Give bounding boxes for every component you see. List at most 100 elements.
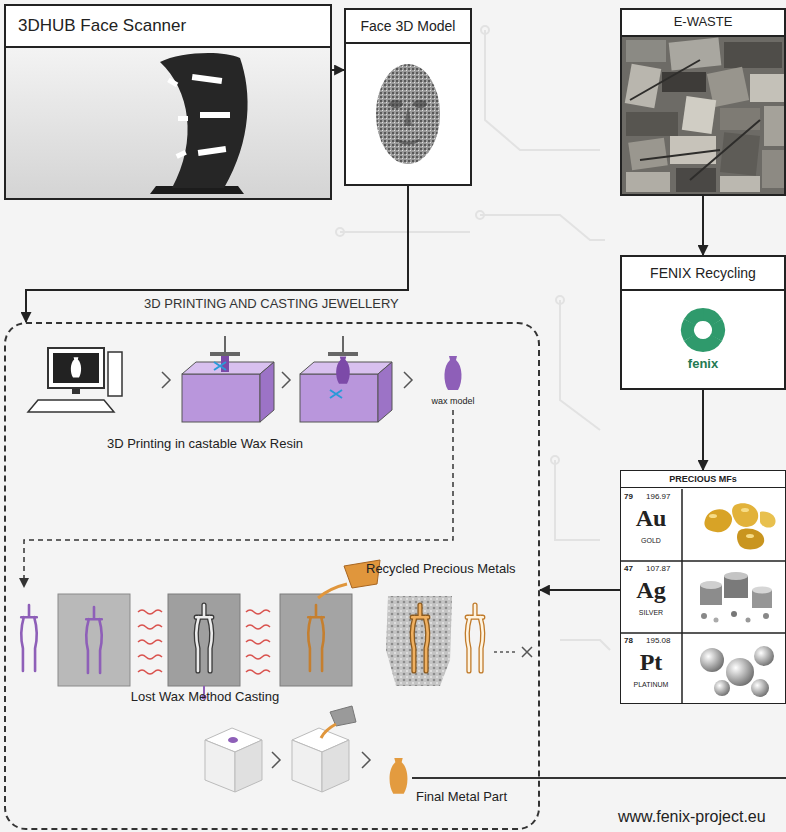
mould-steps <box>322 740 349 792</box>
lost-wax-steps <box>308 605 324 671</box>
face-model-picture <box>396 140 420 143</box>
lost-wax-steps <box>318 584 347 598</box>
lost-wax-steps <box>203 686 205 694</box>
lost-wax-steps <box>196 605 212 671</box>
printing-steps <box>210 352 240 356</box>
circuit-background <box>560 640 610 650</box>
fenix-logo <box>674 303 731 358</box>
circuit-background <box>555 460 600 540</box>
e-waste-photo <box>630 60 760 180</box>
lost-wax-steps <box>138 610 162 674</box>
lost-wax-steps <box>412 605 428 671</box>
metal-table-pictures <box>737 529 764 550</box>
mould-steps <box>228 737 238 743</box>
lost-wax-steps <box>467 605 483 671</box>
printing-steps <box>71 357 81 377</box>
scanner-picture <box>4 4 332 200</box>
lost-wax-steps <box>246 610 270 674</box>
printing-steps <box>404 372 412 388</box>
e-waste-photo <box>676 168 716 192</box>
printing-steps <box>48 348 104 388</box>
element-symbol: Pt <box>622 649 680 677</box>
atomic-mass: 196.97 <box>646 492 670 501</box>
metal-table-pictures <box>709 514 717 518</box>
fenix-logo <box>684 303 709 328</box>
printing-steps <box>19 578 29 588</box>
scanner-picture <box>178 116 188 121</box>
lost-wax-steps <box>168 594 240 686</box>
step-caption: Lost Wax Method Casting <box>90 690 320 705</box>
flow-arrow <box>702 196 704 255</box>
atomic-number: 79 <box>624 492 633 501</box>
e-waste-photo <box>724 42 782 68</box>
circuit-background <box>336 228 344 236</box>
lost-wax-steps <box>522 647 532 657</box>
printing-steps <box>336 357 350 384</box>
e-waste-photo <box>720 176 760 192</box>
e-waste-photo <box>628 138 668 171</box>
box-heading: Face 3D Model <box>346 10 470 44</box>
circuit-background <box>560 300 600 430</box>
e-waste-photo <box>750 74 784 102</box>
metal-table-pictures <box>746 534 754 538</box>
metal-table-pictures <box>746 618 751 623</box>
scanner-picture <box>200 112 230 118</box>
metals-table: PRECIOUS MFs <box>620 470 786 704</box>
e-waste-photo <box>670 136 716 164</box>
lost-wax-steps <box>196 605 212 671</box>
mould-steps <box>292 740 322 792</box>
printing-steps <box>108 352 122 396</box>
scanner-picture <box>192 74 223 84</box>
flow-caption: Recycled Precious Metals <box>366 562 516 577</box>
scanner-picture <box>6 48 330 198</box>
metal-table-pictures <box>724 572 748 580</box>
lost-wax-steps <box>494 651 518 653</box>
printing-steps <box>19 336 462 588</box>
metal-table-pictures <box>714 680 730 696</box>
face-model-picture <box>413 100 427 108</box>
scanner-picture <box>176 150 187 159</box>
printing-steps <box>330 390 342 398</box>
e-waste-box: E-WASTE <box>620 8 786 196</box>
circuit-background <box>336 26 610 650</box>
part-caption: wax model <box>423 396 483 406</box>
lost-wax-steps <box>280 594 352 686</box>
box-heading: 3D PRINTING AND CASTING JEWELLERY <box>140 297 403 312</box>
circuit-background <box>480 215 605 240</box>
fenix-logo <box>620 255 786 390</box>
printing-steps <box>214 362 226 370</box>
printing-steps <box>378 362 392 422</box>
e-waste-photo <box>720 132 760 176</box>
element-symbol: Ag <box>622 577 680 605</box>
scanner-picture <box>167 78 178 87</box>
e-waste-photo <box>662 72 706 92</box>
metal-table-pictures <box>741 508 749 512</box>
scanner-picture <box>160 53 248 188</box>
printing-steps <box>162 372 170 388</box>
metal-table-pictures <box>700 581 722 589</box>
metal-table-pictures <box>701 613 707 619</box>
recycling-box: FENIX Recyclingfenix <box>620 255 786 390</box>
fenix-logo <box>620 255 786 390</box>
e-waste-photo <box>720 108 760 130</box>
element-symbol: Au <box>622 505 680 533</box>
element-name: GOLD <box>622 537 680 545</box>
box-heading: E-WASTE <box>622 10 784 37</box>
flow-arrow <box>332 69 344 71</box>
lost-wax-steps <box>344 560 380 588</box>
process-group: 3D PRINTING AND CASTING JEWELLERY <box>4 322 540 830</box>
flow-arrow <box>540 589 620 591</box>
printing-steps <box>224 336 226 352</box>
scanner-picture <box>198 146 227 156</box>
metal-table-pictures <box>726 658 754 686</box>
mould-steps <box>412 777 786 779</box>
lost-wax-steps <box>467 605 483 671</box>
flow-arrow <box>26 186 408 322</box>
model-box: Face 3D Model <box>344 8 472 186</box>
mould-steps <box>390 758 408 794</box>
circuit-background <box>485 30 600 150</box>
face-model-picture <box>389 100 403 108</box>
